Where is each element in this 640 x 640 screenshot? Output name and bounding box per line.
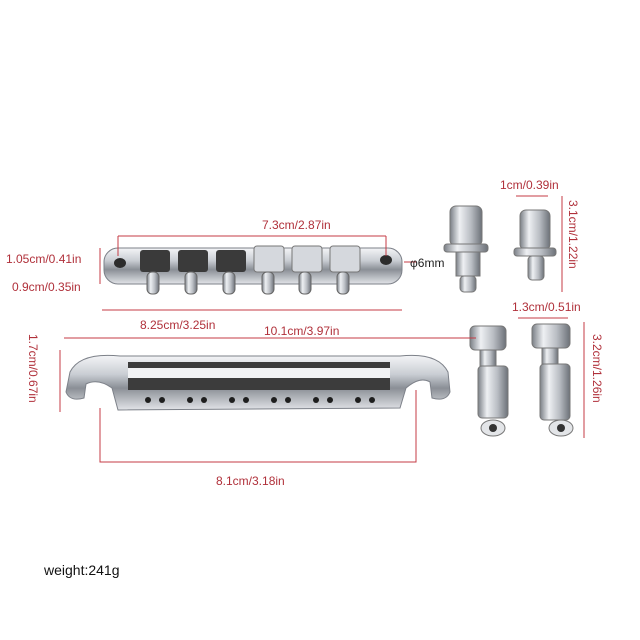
post-hole-label: φ6mm <box>410 256 445 270</box>
bridge <box>103 245 403 295</box>
tailpiece-height-label: 1.7cm/0.67in <box>26 334 40 403</box>
base-height-label: 0.9cm/0.35in <box>12 280 81 294</box>
stud-length-label: 3.2cm/1.26in <box>590 334 604 403</box>
tailpiece-length-label: 10.1cm/3.97in <box>264 324 340 338</box>
bridge-height-label: 1.05cm/0.41in <box>6 252 82 266</box>
saddle-span-label: 7.3cm/2.87in <box>262 218 331 232</box>
stud-diameter-label: 1.3cm/0.51in <box>512 300 581 314</box>
tailpiece-stud-left <box>469 325 509 437</box>
bridge-post-left <box>443 205 489 293</box>
post-length-label: 3.1cm/1.22in <box>566 200 580 269</box>
bridge-length-label: 8.25cm/3.25in <box>140 318 216 332</box>
tailpiece-stud-right <box>531 323 574 437</box>
post-diameter-label: 1cm/0.39in <box>500 178 559 192</box>
bridge-post-right <box>513 209 557 281</box>
tailpiece-spacing-label: 8.1cm/3.18in <box>216 474 285 488</box>
tailpiece <box>65 354 451 411</box>
weight-label: weight:241g <box>44 562 120 578</box>
dimension-lines <box>59 195 585 463</box>
